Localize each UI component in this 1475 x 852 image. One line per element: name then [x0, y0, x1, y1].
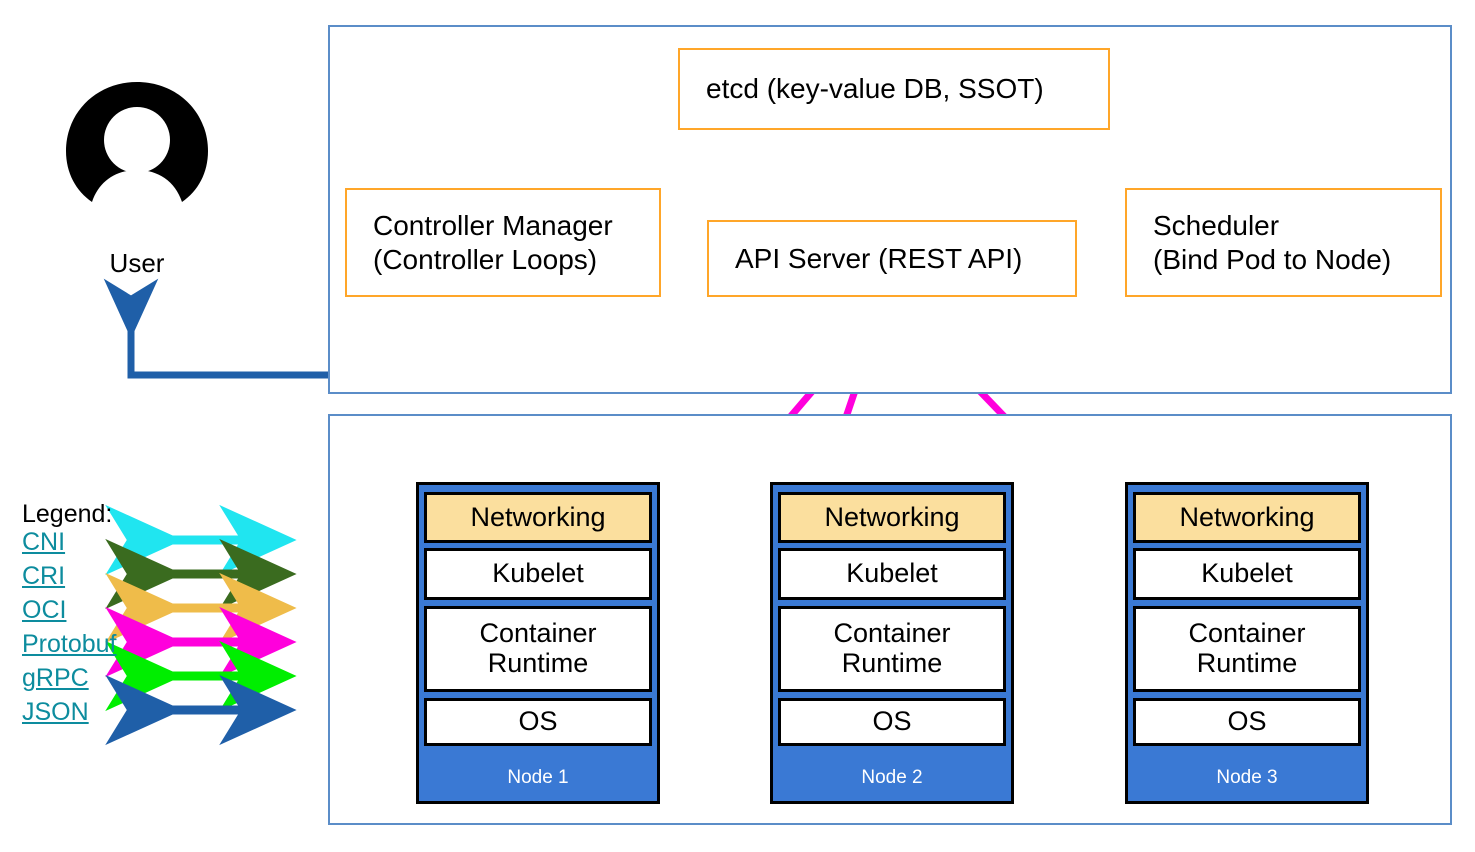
node2-networking-label: Networking	[824, 501, 960, 532]
legend-title: Legend:	[22, 500, 113, 528]
node1-kubelet-label: Kubelet	[492, 558, 584, 589]
node-name-label: Node 2	[861, 767, 923, 788]
node3-layer-networking[interactable]: Networking	[1133, 492, 1361, 543]
node1-layer-container-runtime[interactable]: Container Runtime	[424, 606, 652, 692]
node2-os-label: OS	[872, 706, 912, 737]
legend-item-cni[interactable]: CNI	[22, 528, 66, 556]
node-name-label: Node 1	[507, 767, 569, 788]
node3-networking-label: Networking	[1179, 501, 1315, 532]
node3-container-runtime-label: Container Runtime	[1188, 618, 1306, 678]
node3-layer-os[interactable]: OS	[1133, 698, 1361, 746]
node2-container-runtime-label: Container Runtime	[833, 618, 951, 678]
node2-layer-os[interactable]: OS	[778, 698, 1006, 746]
node1-layer-os[interactable]: OS	[424, 698, 652, 746]
scheduler-label: Scheduler (Bind Pod to Node)	[1153, 210, 1392, 275]
node1-layer-kubelet[interactable]: Kubelet	[424, 548, 652, 600]
controller-manager-label: Controller Manager (Controller Loops)	[373, 210, 613, 275]
api-server-label: API Server (REST API)	[735, 242, 1023, 274]
node1-layer-networking[interactable]: Networking	[424, 492, 652, 543]
node3-os-label: OS	[1227, 706, 1267, 737]
node3-kubelet-label: Kubelet	[1201, 558, 1293, 589]
user-label: User	[109, 248, 165, 278]
etcd-label: etcd (key-value DB, SSOT)	[706, 73, 1044, 105]
node3-layer-kubelet[interactable]: Kubelet	[1133, 548, 1361, 600]
node2-layer-container-runtime[interactable]: Container Runtime	[778, 606, 1006, 692]
node2-kubelet-label: Kubelet	[846, 558, 938, 589]
legend-item-grpc[interactable]: gRPC	[22, 664, 89, 692]
legend-item-protobuf[interactable]: Protobuf	[22, 630, 117, 658]
node2-layer-networking[interactable]: Networking	[778, 492, 1006, 543]
user-avatar-icon	[66, 82, 208, 202]
node1-networking-label: Networking	[470, 501, 606, 532]
legend-item-oci[interactable]: OCI	[22, 596, 67, 624]
node1-os-label: OS	[518, 706, 558, 737]
legend-item-cri[interactable]: CRI	[22, 562, 66, 590]
api-server-box[interactable]: API Server (REST API)	[707, 220, 1077, 297]
node-name-label: Node 3	[1216, 767, 1278, 788]
node1-container-runtime-label: Container Runtime	[479, 618, 597, 678]
legend-item-json[interactable]: JSON	[22, 698, 89, 726]
node2-layer-kubelet[interactable]: Kubelet	[778, 548, 1006, 600]
scheduler-box[interactable]: Scheduler (Bind Pod to Node)	[1125, 188, 1442, 297]
etcd-box[interactable]: etcd (key-value DB, SSOT)	[678, 48, 1110, 130]
node3-layer-container-runtime[interactable]: Container Runtime	[1133, 606, 1361, 692]
controller-manager-box[interactable]: Controller Manager (Controller Loops)	[345, 188, 661, 297]
